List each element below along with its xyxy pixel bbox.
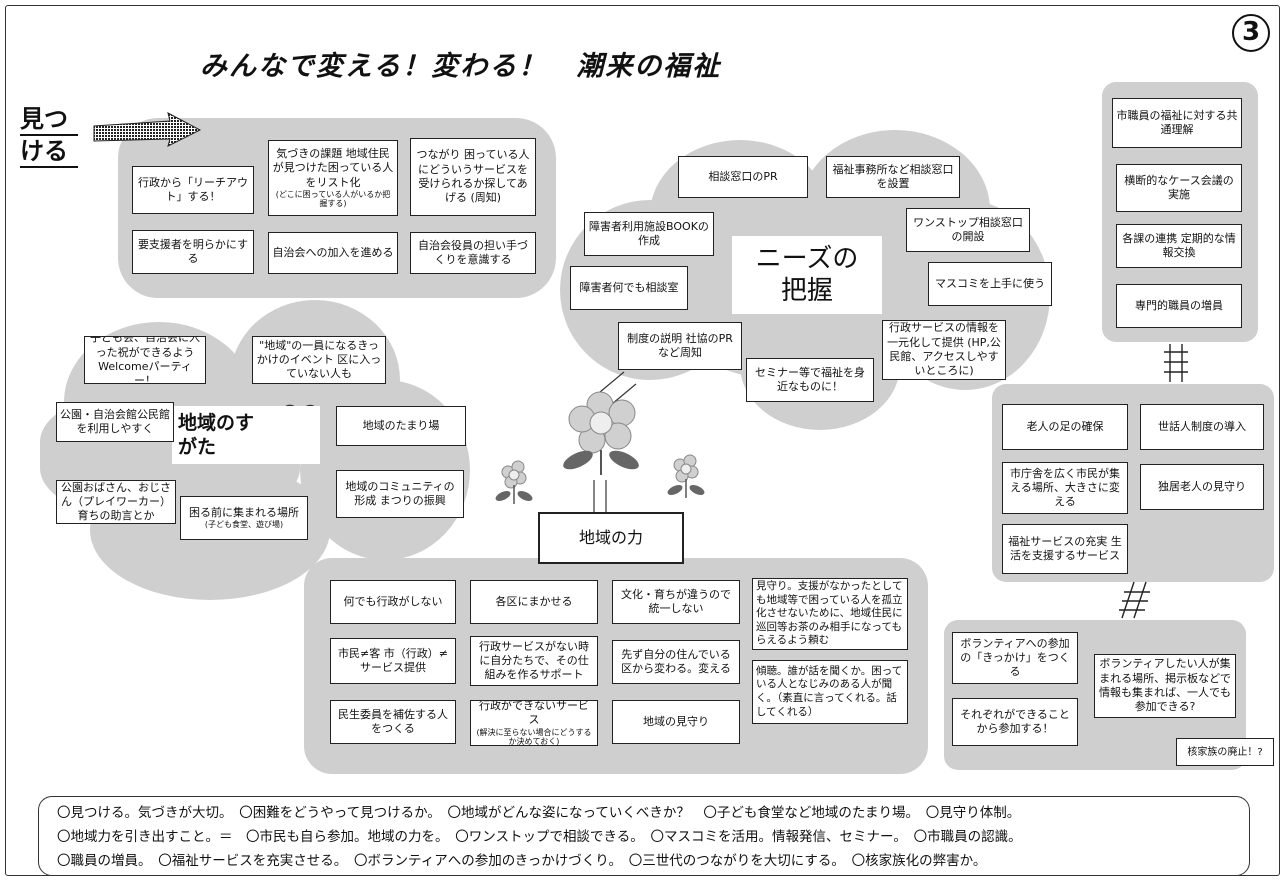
find-item-connect: つながり 困っている人にどういうサービスを受けられるか探してあげる (周知): [410, 138, 536, 216]
flower-left: [495, 460, 533, 504]
flower-big: [563, 391, 639, 475]
volunteer-item-board: ボランティアしたい人が集まれる場所、掲示板などで情報も集まれば、一人でも参加でき…: [1094, 654, 1236, 718]
needs-item-unify-info: 行政サービスの情報を一元化して提供 (HP,公民館、アクセスしやすいところに): [882, 320, 1006, 380]
power-item-watch: 見守り。支援がなかったとしても地域等で困っている人を孤立化させないために、地域住…: [752, 578, 908, 650]
staff-item-understanding: 市職員の福祉に対する共通理解: [1112, 98, 1242, 148]
power-item-community-watch: 地域の見守り: [612, 700, 740, 744]
find-label-line1: 見つ: [20, 104, 78, 136]
stem-lines: [593, 480, 607, 512]
community-item-welcome: 子ども会、自治会に入った祝ができるようWelcomeパーティー！: [84, 336, 206, 384]
community-item-event: "地域"の一員になるきっかけのイベント 区に入っていない人も: [252, 336, 386, 384]
needs-item-counsel: 障害者何でも相談室: [570, 266, 688, 310]
community-item-place: 困る前に集まれる場所(子ども食堂、遊び場): [180, 496, 308, 540]
find-arrow: [93, 112, 202, 147]
note-line-3: 〇職員の増員。 〇福祉サービスを充実させる。 〇ボランティアへの参加のきっかけづ…: [57, 853, 987, 869]
power-item-leave-to-districts: 各区にまかせる: [470, 580, 598, 624]
ladder-top: [1164, 344, 1188, 382]
power-item-no-unify: 文化・育ちが違うので統一しない: [612, 580, 740, 624]
community-item-gathering: 地域のたまり場: [336, 406, 466, 446]
volunteer-item-nuclear-family: 核家族の廃止！?: [1176, 738, 1274, 766]
find-item-support-needs: 要支援者を明らかにする: [132, 230, 254, 274]
needs-item-one-stop: ワンストップ相談窓口の開設: [906, 208, 1030, 252]
power-item-citizen: 市民≠客 市（行政）≠サービス提供: [330, 638, 456, 684]
power-center-label: 地域の力: [538, 512, 684, 564]
staff-item-coordination: 各課の連携 定期的な情報交換: [1116, 224, 1242, 268]
note-line-1: 〇見つける。気づきが大切。 〇困難をどうやって見つけるか。 〇地域がどんな姿にな…: [57, 805, 1021, 821]
community-item-play-worker: 公園おばさん、おじさん（プレイワーカー）育ちの助言とか: [56, 480, 176, 524]
community-center-label: 地域のすがた: [172, 406, 320, 464]
elderly-item-transport: 老人の足の確保: [1002, 404, 1128, 450]
flower-right: [667, 454, 705, 498]
summary-notes: 〇見つける。気づきが大切。 〇困難をどうやって見つけるか。 〇地域がどんな姿にな…: [38, 796, 1250, 876]
find-item-join-assoc: 自治会への加入を進める: [268, 232, 398, 274]
power-item-welfare-commissioner: 民生委員を補佐する人をつくる: [330, 700, 456, 744]
power-item-unable-service: 行政ができないサービス(解決に至らない場合にどうするか決めておく): [470, 700, 598, 746]
needs-item-seminar: セミナー等で福祉を身近なものに！: [746, 358, 874, 402]
ladder-bottom: [1119, 581, 1150, 619]
find-label: 見つ ける: [20, 104, 78, 168]
volunteer-item-participate: それぞれができることから参加する！: [952, 698, 1078, 746]
needs-item-office: 福祉事務所など相談窓口を設置: [826, 156, 960, 198]
find-item-officers: 自治会役員の担い手づくりを意識する: [410, 232, 536, 274]
community-item-festival: 地域のコミュニティの形成 まつりの振興: [336, 470, 464, 518]
find-item-list: 気づきの課題 地域住民が見つけた困っている人をリスト化(どこに困っている人がいる…: [268, 140, 398, 216]
elderly-item-city-hall: 市庁舎を広く市民が集える場所、大きさに変える: [1002, 462, 1128, 514]
volunteer-item-trigger: ボランティアへの参加の「きっかけ」をつくる: [952, 632, 1078, 684]
needs-item-media: マスコミを上手に使う: [928, 262, 1052, 306]
page-number: 3: [1232, 14, 1270, 52]
community-item-park: 公園・自治会館公民館を利用しやすく: [56, 402, 174, 442]
elderly-item-services: 福祉サービスの充実 生活を支援するサービス: [1002, 524, 1128, 574]
needs-center-label: ニーズの把握: [732, 236, 882, 314]
power-item-self-support: 行政サービスがない時に自分たちで、その仕組みを作るサポート: [470, 636, 598, 686]
needs-item-pr: 相談窓口のPR: [678, 156, 808, 198]
find-item-reach-out: 行政から「リーチアウト」する！: [132, 166, 254, 214]
elderly-item-solitary: 独居老人の見守り: [1140, 464, 1264, 510]
staff-item-specialists: 専門的職員の増員: [1116, 284, 1242, 328]
elderly-item-caretaker: 世話人制度の導入: [1140, 404, 1264, 450]
staff-item-case-meeting: 横断的なケース会議の実施: [1116, 164, 1242, 212]
slash-lines: [599, 371, 637, 405]
power-item-own-district: 先ず自分の住んでいる区から変わる。変える: [612, 640, 740, 684]
power-item-listening: 傾聴。誰が話を聞くか。困っている人となじみのある人が聞く。（素直に言ってくれる。…: [752, 660, 908, 724]
find-label-line2: ける: [20, 136, 78, 168]
power-item-not-all-admin: 何でも行政がしない: [330, 580, 456, 624]
page-title: みんなで変える！変わる！ 潮来の福祉: [200, 51, 722, 82]
needs-item-book: 障害者利用施設BOOKの作成: [584, 212, 714, 256]
needs-item-explain: 制度の説明 社協のPRなど周知: [618, 322, 742, 370]
note-line-2: 〇地域力を引き出すこと。＝ 〇市民も自ら参加。地域の力を。 〇ワンストップで相談…: [57, 829, 1022, 845]
